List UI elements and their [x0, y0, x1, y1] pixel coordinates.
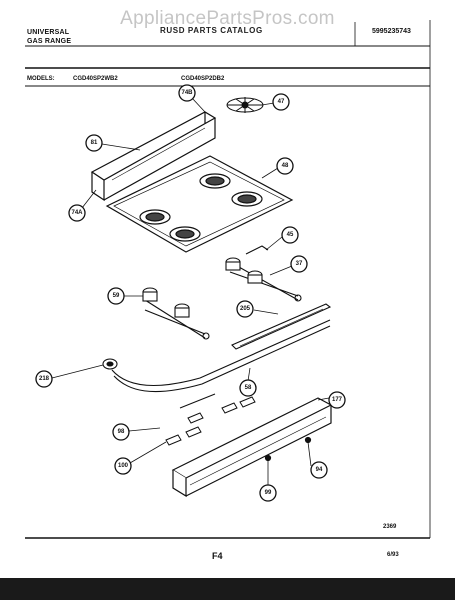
- section-title: RUSD PARTS CATALOG: [160, 26, 263, 35]
- svg-text:98: 98: [118, 429, 125, 435]
- gas-manifold-tube: [102, 319, 331, 393]
- svg-text:94: 94: [316, 467, 323, 473]
- part-number: 5995235743: [372, 28, 411, 35]
- model-number-2: CGD40SP2DB2: [181, 76, 225, 82]
- svg-text:74B: 74B: [181, 90, 193, 96]
- svg-text:218: 218: [39, 376, 50, 382]
- models-label: MODELS:: [27, 76, 55, 82]
- callout-48: 48: [276, 157, 294, 175]
- svg-text:45: 45: [287, 232, 294, 238]
- callout-58: 58: [239, 379, 257, 397]
- callout-98: 98: [112, 423, 130, 441]
- reference-number: 2369: [383, 524, 397, 530]
- svg-text:47: 47: [278, 99, 285, 105]
- callout-59: 59: [107, 287, 125, 305]
- svg-text:205: 205: [240, 306, 251, 312]
- svg-text:100: 100: [118, 463, 129, 469]
- cooktop-part: [105, 155, 294, 253]
- scan-edge-band: [0, 578, 455, 600]
- svg-text:99: 99: [265, 490, 272, 496]
- manifold-bracket: [231, 303, 332, 350]
- right-burner-assembly: [225, 245, 302, 302]
- svg-text:177: 177: [332, 397, 343, 403]
- callout-81: 81: [85, 134, 103, 152]
- watermark: AppliancePartsPros.com: [120, 8, 335, 29]
- callout-45: 45: [281, 226, 299, 244]
- callout-47: 47: [272, 93, 290, 111]
- brand-block: UNIVERSAL GAS RANGE: [27, 28, 71, 46]
- model-number-1: CGD40SP2WB2: [73, 76, 118, 82]
- backguard-part: [90, 111, 217, 202]
- callout-37: 37: [290, 255, 308, 273]
- svg-text:81: 81: [91, 140, 98, 146]
- left-burner-assembly: [142, 287, 210, 340]
- callout-74a: 74A: [68, 204, 86, 222]
- callout-74b: 74B: [178, 84, 196, 102]
- callout-94: 94: [310, 461, 328, 479]
- burner-head-part: [226, 97, 264, 113]
- callout-100: 100: [114, 457, 132, 475]
- leader-lines: [51, 97, 330, 486]
- valve-knob-parts: [165, 393, 256, 446]
- svg-text:74A: 74A: [71, 210, 83, 216]
- callout-205: 205: [236, 300, 254, 318]
- page-label: F4: [212, 551, 223, 561]
- revision-date: 6/93: [387, 552, 399, 558]
- svg-text:37: 37: [296, 261, 303, 267]
- control-panel-part: [171, 397, 333, 498]
- svg-text:59: 59: [113, 293, 120, 299]
- svg-text:58: 58: [245, 385, 252, 391]
- brand-line-2: GAS RANGE: [27, 38, 72, 45]
- callout-218: 218: [35, 370, 53, 388]
- brand-line-1: UNIVERSAL: [27, 29, 70, 36]
- callout-99: 99: [259, 484, 277, 502]
- callout-177: 177: [328, 391, 346, 409]
- svg-text:48: 48: [282, 163, 289, 169]
